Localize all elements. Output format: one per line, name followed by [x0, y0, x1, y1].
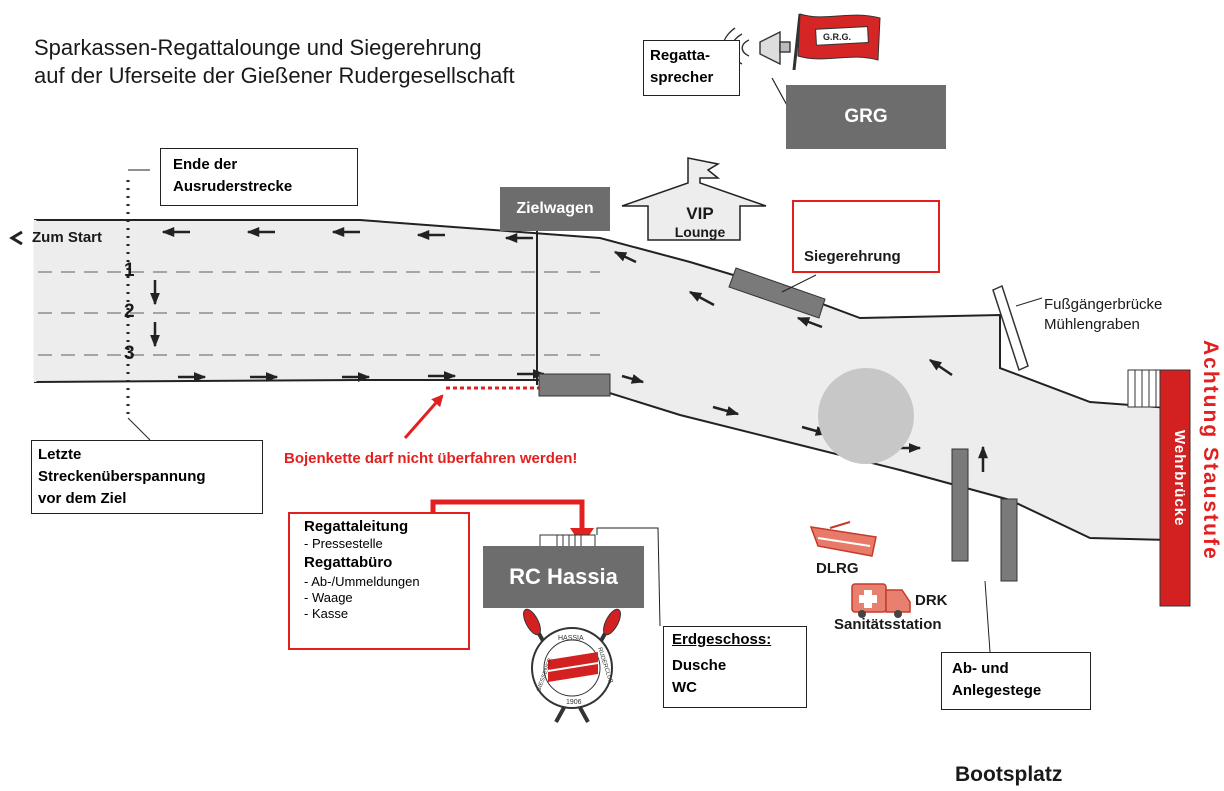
ambulance-icon [851, 583, 911, 618]
lane-dividers [38, 271, 600, 356]
footbridge [992, 284, 1029, 372]
race-office-box: Regattaleitung - Pressestelle Regattabür… [288, 512, 470, 650]
boat-area-label: Bootsplatz [955, 763, 1063, 786]
regatta-office-heading: Regattabüro [304, 554, 393, 571]
start-chevron-icon [9, 230, 23, 246]
last-span-line-1: Letzte [38, 446, 82, 463]
ground-floor-box: Erdgeschoss: Dusche WC [663, 626, 807, 708]
footbridge-line-1: Fußgängerbrücke [1044, 296, 1163, 313]
vip-lounge-shape [621, 157, 767, 241]
vip-line-1: VIP [686, 204, 714, 223]
finish-car: Zielwagen [500, 187, 610, 231]
finish-pontoon [538, 373, 611, 397]
weir-warning-label: Achtung Staustufe [1199, 340, 1222, 561]
last-span-line-3: vor dem Ziel [38, 490, 127, 507]
finish-stretch-line-2: Ausruderstrecke [173, 178, 293, 195]
page-title: Sparkassen-Regattalounge und Siegerehrun… [34, 34, 515, 90]
weir-bridge [1159, 369, 1191, 607]
drk-label: DRK [915, 592, 948, 609]
svg-text:G.R.G.: G.R.G. [823, 32, 851, 42]
last-span-label: Letzte Streckenüberspannung vor dem Ziel [31, 440, 263, 514]
office-item-cashier: - Kasse [304, 606, 349, 621]
jetties-line-1: Ab- und [952, 660, 1009, 677]
hassia-logo: HASSIA 1906 GIESSENER RUDERCLUB [523, 608, 621, 723]
title-line-2: auf der Uferseite der Gießener Rudergese… [34, 63, 515, 88]
jetties-label: Ab- und Anlegestege [941, 652, 1091, 710]
title-line-1: Sparkassen-Regattalounge und Siegerehrun… [34, 35, 482, 60]
race-control-heading: Regattaleitung [304, 518, 409, 535]
finish-stretch-line-1: Ende der [173, 156, 238, 173]
lane-1-label: 1 [124, 260, 135, 281]
to-start-label: Zum Start [32, 229, 103, 246]
last-span-line-2: Streckenüberspannung [38, 468, 206, 485]
buoy-pointer [403, 394, 444, 439]
svg-text:HASSIA: HASSIA [558, 635, 584, 642]
office-item-scale: - Waage [304, 590, 353, 605]
office-item-registration: - Ab-/Ummeldungen [304, 574, 420, 589]
ceremony-pontoon [728, 267, 826, 319]
announcer-line-1: Regatta- [650, 47, 711, 64]
ground-floor-shower: Dusche [672, 657, 727, 674]
ground-floor-wc: WC [672, 679, 697, 696]
weir-stairs [1127, 369, 1163, 408]
jetty-2 [1000, 498, 1018, 582]
buoy-warning-label: Bojenkette darf nicht überfahren werden! [284, 450, 578, 467]
lane-3-label: 3 [124, 343, 135, 364]
footbridge-line-2: Mühlengraben [1044, 316, 1140, 333]
weir-bridge-label: Wehrbrücke [1171, 430, 1188, 527]
vip-lounge-label: VIP Lounge [672, 204, 728, 242]
award-ceremony-label: Siegerehrung [804, 248, 901, 265]
svg-text:1906: 1906 [566, 699, 582, 706]
turning-circle [818, 368, 914, 464]
ground-floor-heading: Erdgeschoss: [672, 631, 772, 648]
press-office-item: - Pressestelle [304, 536, 383, 551]
flow-arrows [150, 227, 988, 472]
lane-2-label: 2 [124, 301, 135, 322]
dlrg-boat-icon [809, 521, 877, 557]
jetty-1 [951, 448, 969, 562]
first-aid-station-label: Sanitätsstation [834, 616, 942, 633]
announcer-label: Regatta- sprecher [643, 40, 740, 96]
vip-line-2: Lounge [674, 224, 726, 240]
grg-flag-icon: G.R.G. [792, 13, 881, 71]
grg-building: GRG [786, 85, 946, 149]
footbridge-label: Fußgängerbrücke Mühlengraben [1044, 295, 1162, 335]
office-connector [430, 499, 585, 530]
finish-stretch-label: Ende der Ausruderstrecke [160, 148, 358, 206]
dlrg-label: DLRG [816, 560, 859, 577]
announcer-line-2: sprecher [650, 69, 714, 86]
award-ceremony-box: Siegerehrung [792, 200, 940, 273]
rc-hassia-building: RC Hassia [483, 546, 644, 608]
jetties-line-2: Anlegestege [952, 682, 1042, 699]
